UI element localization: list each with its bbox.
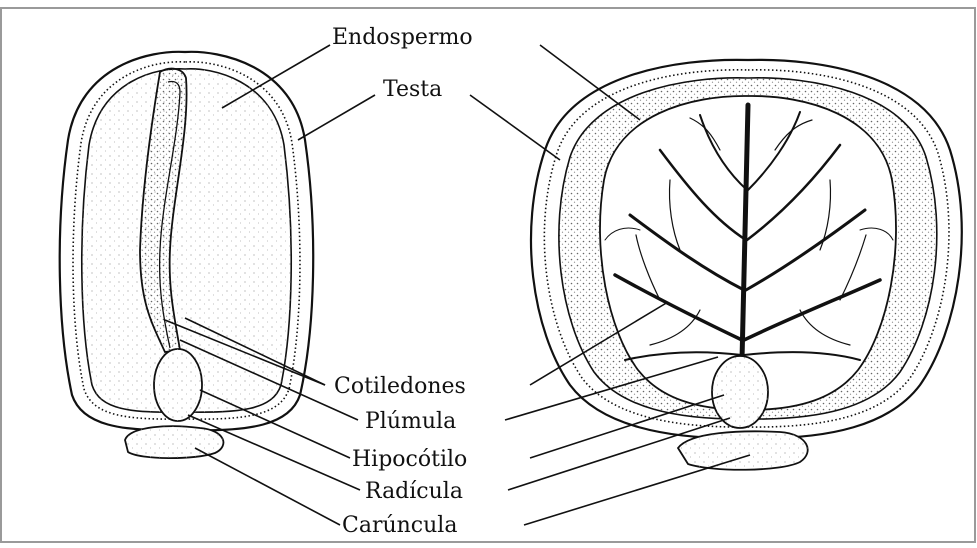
- label-hypocotyl: Hipocótilo: [352, 447, 467, 472]
- label-testa: Testa: [383, 77, 442, 102]
- label-radicle: Radícula: [365, 479, 463, 504]
- left-seed-section: [60, 52, 314, 458]
- labels: Endospermo Testa Cotiledones Plúmula Hip…: [332, 25, 473, 538]
- label-caruncle: Carúncula: [342, 513, 457, 538]
- label-cotyledons: Cotiledones: [334, 374, 466, 399]
- label-endosperm: Endospermo: [332, 25, 473, 50]
- label-plumule: Plúmula: [365, 409, 456, 434]
- right-seed-section: [531, 60, 962, 470]
